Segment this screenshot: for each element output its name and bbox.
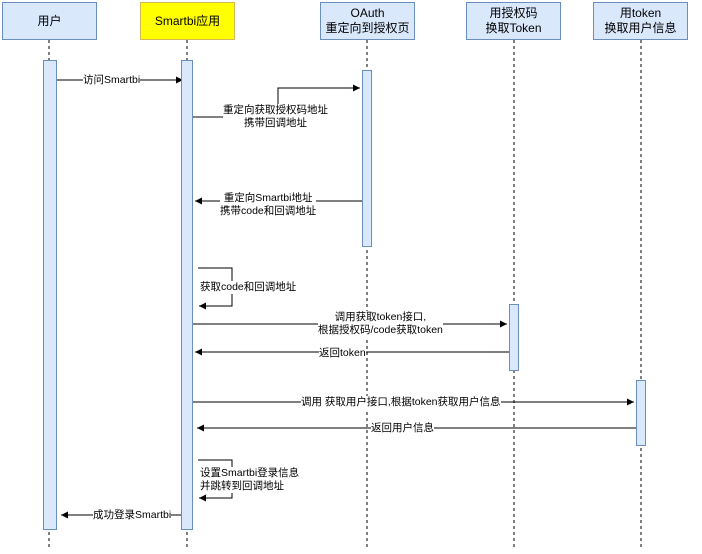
actor-user-label: 用户 [37,13,62,28]
msg-redirect-smartbi: 重定向Smartbi地址 携带code和回调地址 [220,192,317,218]
actor-oauth-line1: OAuth [350,6,385,20]
msg-call-userinfo: 调用 获取用户接口,根据token获取用户信息 [301,396,501,409]
actor-user: 用户 [2,2,97,40]
actor-code-line1: 用授权码 [489,6,538,20]
activation-user [43,60,57,530]
msg-return-token: 返回token [319,347,366,360]
msg-redirect-auth-line1: 重定向获取授权码地址 [223,104,328,116]
actor-oauth: OAuth 重定向到授权页 [320,2,415,40]
actor-oauth-line2: 重定向到授权页 [325,21,410,35]
msg-get-code: 获取code和回调地址 [200,281,297,294]
msg-return-userinfo: 返回用户信息 [371,422,434,435]
actor-token-line2: 换取用户信息 [604,21,677,35]
msg-call-token-line2: 根据授权码/code获取token [318,324,443,336]
msg-set-login: 设置Smartbi登录信息 并跳转到回调地址 [200,467,300,493]
msg-set-login-line2: 并跳转到回调地址 [200,480,284,492]
actor-smartbi-app: Smartbi应用 [140,2,235,40]
actor-code-exchange: 用授权码 换取Token [466,2,561,40]
actor-token-line1: 用token [619,6,662,20]
activation-app [181,60,193,530]
activation-oauth [362,70,372,247]
msg-login-success: 成功登录Smartbi [93,509,172,522]
msg-set-login-line1: 设置Smartbi登录信息 [200,467,300,479]
msg-redirect-smartbi-line1: 重定向Smartbi地址 [223,192,313,204]
msg-redirect-smartbi-line2: 携带code和回调地址 [220,205,317,217]
actor-token-exchange: 用token 换取用户信息 [593,2,688,40]
activation-token [636,380,646,446]
msg-redirect-auth-line2: 携带回调地址 [244,117,307,129]
msg-call-token-line1: 调用获取token接口, [334,311,427,323]
msg-call-token: 调用获取token接口, 根据授权码/code获取token [318,311,443,337]
actor-app-label: Smartbi应用 [154,13,221,28]
activation-code [509,304,519,371]
msg-visit: 访问Smartbi [83,74,141,87]
msg-redirect-auth: 重定向获取授权码地址 携带回调地址 [223,104,328,130]
actor-code-line2: 换取Token [485,21,542,35]
